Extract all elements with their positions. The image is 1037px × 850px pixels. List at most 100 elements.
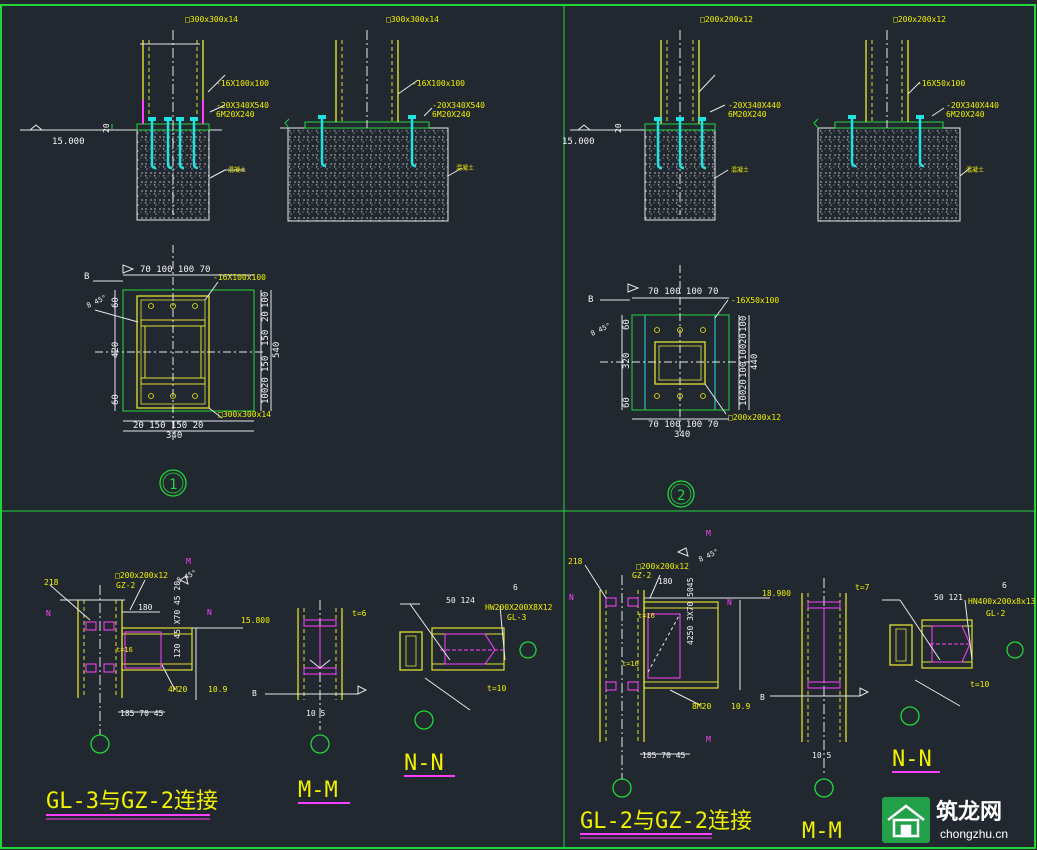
p1-plan-right-150b: 150 <box>261 356 271 372</box>
p4-dims-right: 4250 3X70 5045 <box>686 577 695 645</box>
p2-elevation: 15.000 <box>562 137 595 147</box>
p3-section-m <box>265 600 368 754</box>
p1-plan-right-20a: 20 <box>261 311 271 322</box>
p2-plan-stiffener: -16X50x100 <box>731 296 779 305</box>
p1-plan-right-20b: 20 <box>261 377 271 388</box>
p1-plan-view <box>93 245 272 440</box>
p3-elevation <box>49 575 243 754</box>
p4-weld-size: 6 <box>1002 581 1007 590</box>
p4-dims-bottom: 185 70 45 <box>642 751 686 760</box>
p3-plate-thick2: t=10 <box>487 684 506 693</box>
p4-bolt-grade: 10.9 <box>731 702 750 711</box>
p4-plate-thick2: t=10 <box>970 680 989 689</box>
panel-4-beam-connection: □200x200x12 GZ-2 218 18.900 8M20 10.9 t=… <box>568 529 1036 844</box>
watermark-url: chongzhu.cn <box>940 827 1008 841</box>
p2-grout-dim: 20 <box>614 123 623 133</box>
p2-anchor-label: 6M20X240 <box>728 110 767 119</box>
p2-right-pedestal-note: 混凝土 <box>966 166 984 174</box>
p1-anchor-label: 6M20X240 <box>216 110 255 119</box>
p2-plan-left-60b: 60 <box>622 397 632 408</box>
p4-elevation: 18.900 <box>762 589 791 598</box>
p2-detail-circle <box>667 480 695 508</box>
p2-plan-weld: 8 45° <box>589 322 611 338</box>
p3-bolt-grade: 10.9 <box>208 685 227 694</box>
p3-weld-size: 6 <box>513 583 518 592</box>
p3-m-thick: t=6 <box>352 609 367 618</box>
p1-left-elevation <box>20 30 245 221</box>
p4-elevation <box>584 547 770 798</box>
panel-3-beam-connection: □200x200x12 GZ-2 218 15.800 4M20 10.9 t=… <box>44 557 553 820</box>
p1-plan-weld: 8 45° <box>85 294 107 310</box>
p3-mark-b: B <box>252 689 257 698</box>
p4-column-id: GZ-2 <box>632 571 651 580</box>
p3-dims-right: 120 45 X70 45 20 <box>173 581 182 658</box>
p4-beam-id: GL-2 <box>986 609 1005 618</box>
p1-plan-total-h: 540 <box>272 342 282 358</box>
p4-beam-label: HN400x200x8x13 <box>968 597 1036 606</box>
p3-bolts: 4M20 <box>168 685 187 694</box>
p4-bolts: 8M20 <box>692 702 711 711</box>
p3-m-dim: 10 5 <box>306 709 325 718</box>
p1-grout-dim: 20 <box>102 123 111 133</box>
p4-plate-thick-b: t=16 <box>622 660 639 668</box>
p4-angle: 8 45° <box>697 548 719 564</box>
p1-base-plate-label: -20X340X540 <box>216 101 269 110</box>
p3-section-m-title: M-M <box>298 778 338 803</box>
p2-right-base-plate: -20X340X440 <box>946 101 999 110</box>
p3-mark-n-right: N <box>207 608 212 617</box>
p3-section-n <box>399 603 537 730</box>
p1-right-pedestal-note: 混凝土 <box>456 164 474 172</box>
p4-mark-n-right: N <box>727 598 732 607</box>
p2-plan-right-100c: 100 <box>739 362 749 378</box>
p2-pedestal-note: 混凝土 <box>731 166 749 174</box>
p4-m-dim: 10 5 <box>812 751 831 760</box>
p3-ref-218: 218 <box>44 578 59 587</box>
p2-plan-bot-dims: 70 100 100 70 <box>648 420 718 430</box>
p3-elevation: 15.800 <box>241 616 270 625</box>
p1-right-elevation <box>280 30 463 222</box>
p1-right-anchor: 6M20X240 <box>432 110 471 119</box>
panel-2-base-detail: □200x200x12 -20X340X440 6M20X240 混凝土 15.… <box>562 15 999 508</box>
p2-plan-section-mark: B <box>588 295 593 305</box>
p1-plan-column: □300x300x14 <box>218 410 271 419</box>
p3-plate-thick: t=16 <box>116 646 133 654</box>
p3-mark-n-left: N <box>46 609 51 618</box>
p3-section-n-title: N-N <box>404 751 444 776</box>
p2-plan-top-dims: 70 100 100 70 <box>648 287 718 297</box>
p1-plan-right-100a: 100 <box>261 292 271 308</box>
p3-mark-m-top: M <box>186 557 191 566</box>
p1-stiffener-label: -16X100x100 <box>216 79 269 88</box>
p3-title: GL-3与GZ-2连接 <box>46 789 218 814</box>
p1-plan-total-w: 340 <box>166 431 182 441</box>
p2-plan-view <box>600 265 750 432</box>
p3-dims-bottom: 185 70 45 <box>120 709 164 718</box>
p4-section-n <box>882 599 1024 726</box>
p2-plan-right-20b: 20 <box>739 379 749 390</box>
p2-plan-total-h: 440 <box>750 354 760 370</box>
p2-base-plate-label: -20X340X440 <box>728 101 781 110</box>
drawing-frames <box>0 4 1036 849</box>
p2-stiffener-label: -16X50x100 <box>917 79 965 88</box>
p2-plan-right-100a: 100 <box>739 316 749 332</box>
p2-left-col-label: □200x200x12 <box>700 15 753 24</box>
p4-ref-218: 218 <box>568 557 583 566</box>
p1-right-stiffener: -16X100x100 <box>412 79 465 88</box>
p4-title: GL-2与GZ-2连接 <box>580 809 752 834</box>
p4-section-m <box>770 578 870 798</box>
p1-left-col-label: □300x300x14 <box>185 15 238 24</box>
p1-plan-stiffener: -16X100x100 <box>213 273 266 282</box>
p1-detail-no: 1 <box>169 477 177 493</box>
p2-plan-column: □200x200x12 <box>728 413 781 422</box>
p4-dims-top: 180 <box>658 577 673 586</box>
p3-n-dims: 50 124 <box>446 596 475 605</box>
p2-right-elevation <box>813 30 971 222</box>
p2-plan-right-20a: 20 <box>739 333 749 344</box>
p1-plan-left-420: 420 <box>111 342 121 358</box>
p4-column-label: □200x200x12 <box>636 562 689 571</box>
p1-elevation: 15.000 <box>52 137 85 147</box>
p3-dims-top: 180 <box>138 603 153 612</box>
p4-mark-n-left: N <box>569 593 574 602</box>
p2-plan-left-60a: 60 <box>622 319 632 330</box>
p2-right-col-label: □200x200x12 <box>893 15 946 24</box>
